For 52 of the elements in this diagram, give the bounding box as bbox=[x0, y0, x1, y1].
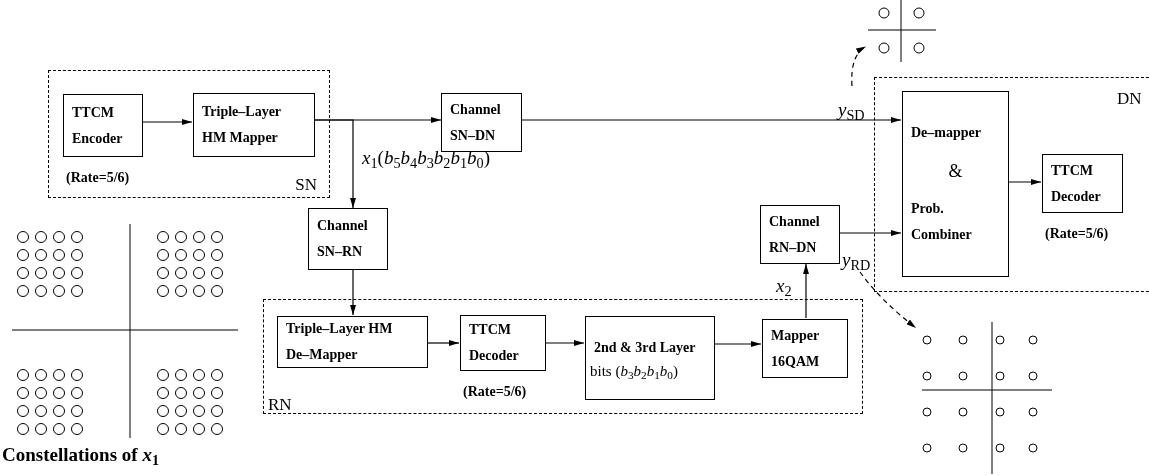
process-box bbox=[760, 205, 840, 264]
process-box bbox=[902, 91, 1009, 277]
constellation-diagram bbox=[922, 322, 1052, 474]
arrow bbox=[141, 119, 193, 125]
process-box bbox=[762, 319, 848, 378]
group-label: RN bbox=[268, 396, 292, 413]
box-text: Triple–Layer HM Mapper bbox=[202, 103, 282, 147]
edge-label: x$_{2}$ bbox=[776, 276, 792, 295]
box-text: Triple–Layer HM De–Mapper bbox=[286, 320, 394, 364]
box-text: bits (b$_{3}$b$_{2}$b$_{1}$b$_{0}$) bbox=[590, 362, 679, 381]
box-text: Channel RN–DN bbox=[769, 212, 821, 257]
process-box bbox=[1042, 154, 1123, 213]
rate-note: (Rate=5/6) bbox=[463, 383, 527, 401]
rate-note: (Rate=5/6) bbox=[66, 169, 130, 187]
arrow bbox=[1007, 179, 1042, 185]
box-text: & bbox=[948, 160, 963, 183]
process-box bbox=[277, 316, 428, 368]
box-text: 2nd & 3rd Layer bbox=[594, 339, 697, 357]
arrow bbox=[713, 341, 762, 347]
caption-label: Constellations of x$_{1}$ bbox=[2, 443, 160, 470]
process-box bbox=[193, 93, 315, 157]
constellation-diagram bbox=[868, 0, 936, 62]
box-text: TTCM Encoder bbox=[72, 103, 124, 148]
box-text: Channel SN–DN bbox=[450, 100, 502, 145]
dashed-arrow bbox=[851, 45, 867, 87]
process-box bbox=[460, 315, 546, 371]
dashed-group-box bbox=[48, 70, 330, 198]
rate-note: (Rate=5/6) bbox=[1045, 225, 1109, 243]
edge-label: y$_{SD}$ bbox=[838, 100, 865, 119]
box-text: TTCM Decoder bbox=[1051, 161, 1102, 206]
dashed-group-box bbox=[874, 77, 1149, 292]
box-text: Prob. Combiner bbox=[911, 200, 973, 244]
process-box bbox=[63, 94, 143, 157]
arrow bbox=[313, 119, 356, 209]
box-text: Mapper 16QAM bbox=[771, 326, 821, 371]
arrow bbox=[426, 340, 460, 346]
process-box bbox=[308, 208, 388, 270]
arrow bbox=[350, 269, 356, 316]
arrow bbox=[521, 117, 902, 123]
group-label: SN bbox=[295, 176, 317, 193]
group-label: DN bbox=[1117, 90, 1142, 107]
edge-label: y$_{RD}$ bbox=[842, 250, 871, 269]
box-text: Channel SN–RN bbox=[317, 217, 369, 261]
box-text: De–mapper bbox=[911, 124, 981, 142]
dashed-arrow bbox=[859, 271, 917, 329]
box-text: TTCM Decoder bbox=[469, 321, 520, 365]
arrow bbox=[839, 230, 902, 236]
arrow bbox=[803, 263, 809, 319]
dashed-group-box bbox=[263, 299, 863, 414]
process-box bbox=[441, 93, 522, 152]
arrow bbox=[544, 340, 585, 346]
process-box bbox=[585, 316, 715, 400]
